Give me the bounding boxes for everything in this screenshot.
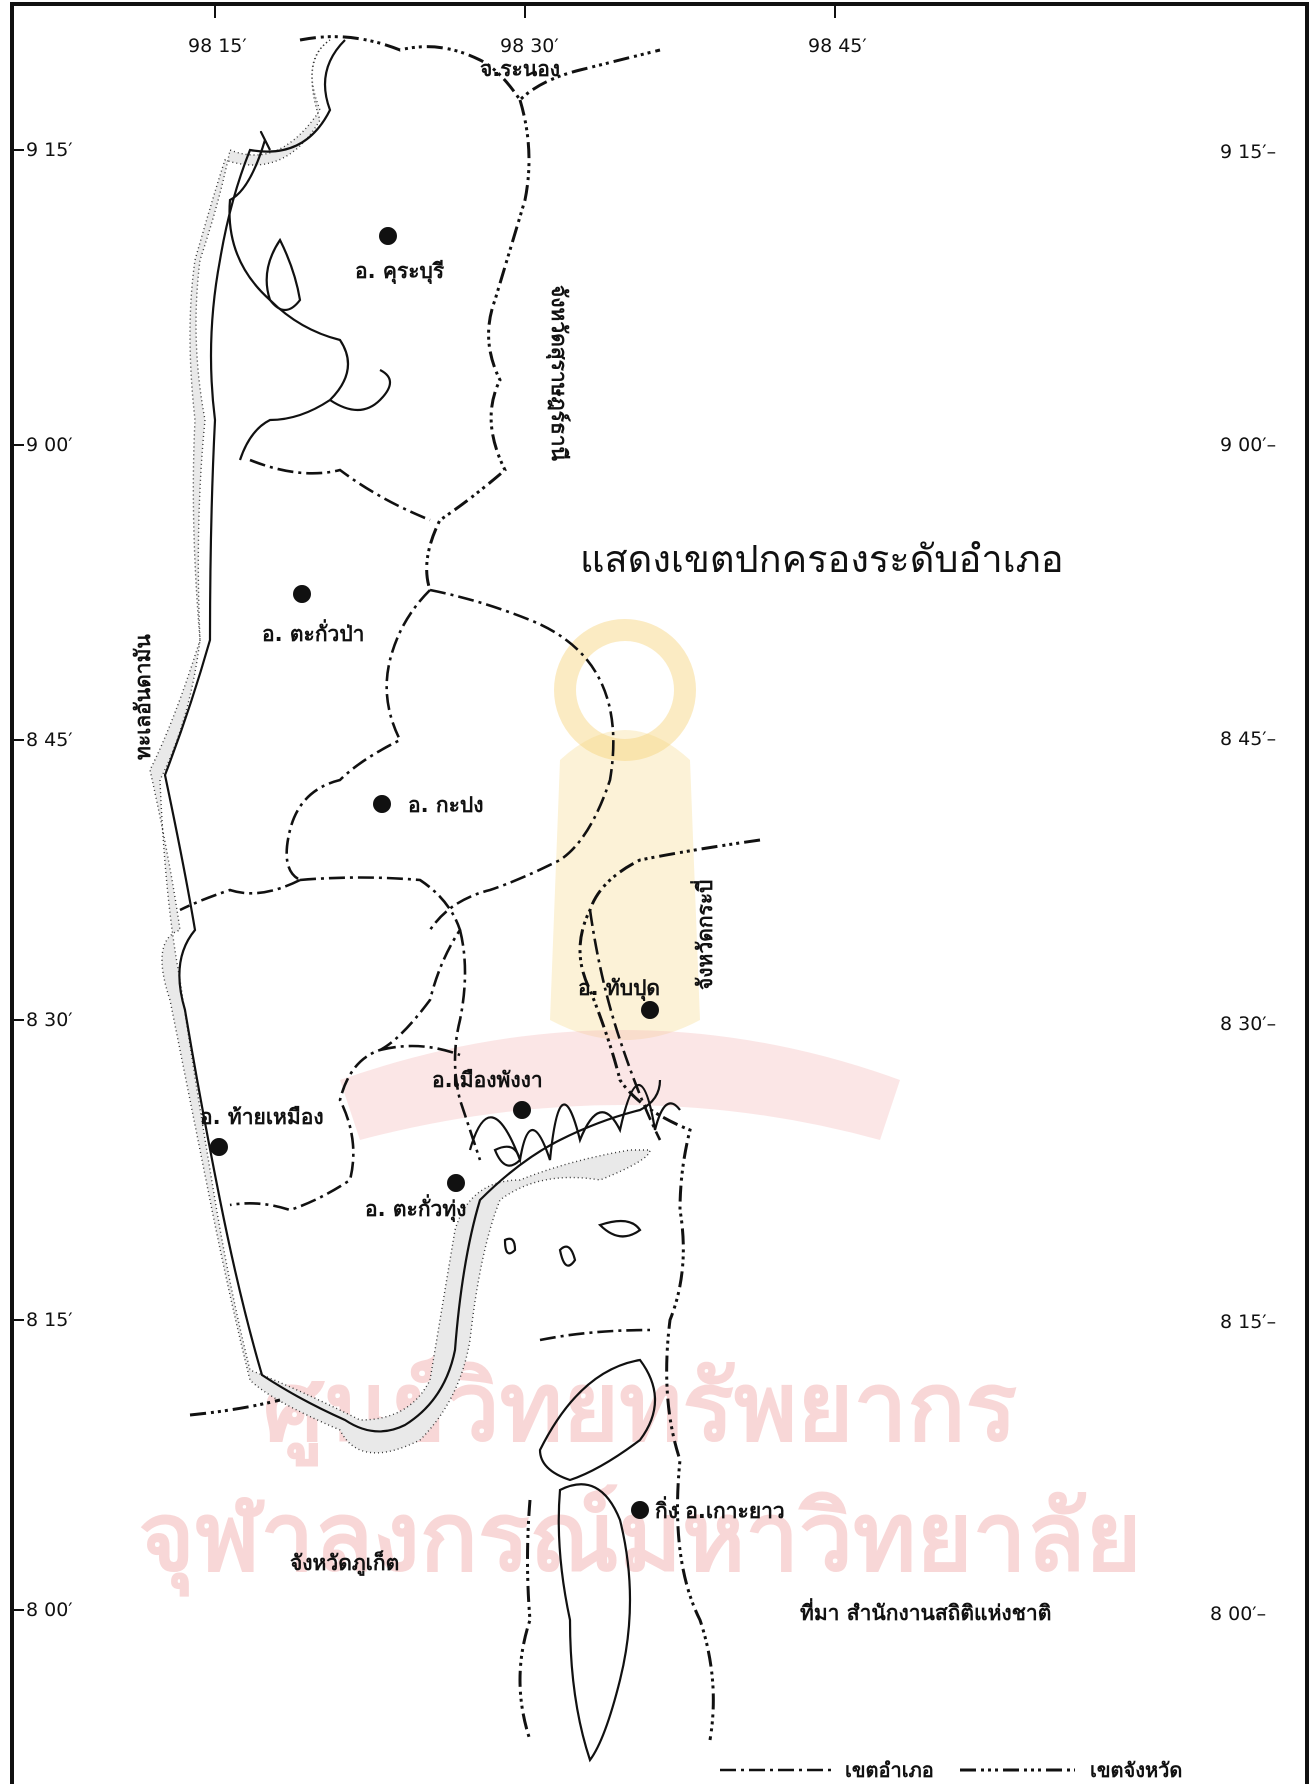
district-border-muang xyxy=(453,929,482,1161)
district-dot-thappud xyxy=(641,1001,659,1019)
coord-top-98-45: 98 45′ xyxy=(808,35,867,57)
coord-right-8-15: 8 15′– xyxy=(1220,1311,1276,1333)
legend-district-label: เขตอำเภอ xyxy=(845,1758,934,1782)
district-border-kuraburi-takuapa xyxy=(249,458,431,522)
district-dot-koyao xyxy=(631,1501,649,1519)
coord-left-8-30: 8 30′ xyxy=(26,1009,73,1031)
district-border-kapong-east xyxy=(428,588,615,931)
province-border-phuket xyxy=(189,1398,281,1417)
watermark-line-2: จุฬาลงกรณ์มหาวิทยาลัย xyxy=(138,1481,1141,1597)
district-label-takuathung: อ. ตะกั่วทุ่ง xyxy=(365,1193,466,1223)
coord-left-9-00: 9 00′ xyxy=(26,434,73,456)
coord-right-9-15: 9 15′– xyxy=(1220,141,1276,163)
district-label-kapong: อ. กะปง xyxy=(408,793,483,817)
label-ranong: จ.ระนอง xyxy=(480,57,560,81)
district-label-thappud: อ. ทับปุด xyxy=(578,976,660,1002)
label-surat: จังหวัดสุราษฎร์ธานี xyxy=(545,285,571,462)
island-koyao-north xyxy=(538,1358,657,1482)
coord-left-9-15: 9 15′ xyxy=(26,139,73,161)
district-border-taimueang xyxy=(229,876,462,1212)
coord-top-98-15: 98 15′ xyxy=(188,35,247,57)
coord-left-8-15: 8 15′ xyxy=(26,1309,73,1331)
province-border-krabi xyxy=(578,838,761,1741)
district-label-takuapa: อ. ตะกั่วป่า xyxy=(262,618,364,646)
coord-right-8-45: 8 45′– xyxy=(1220,728,1276,750)
source-note: ที่มา สำนักงานสถิติแห่งชาติ xyxy=(800,1597,1051,1625)
coord-right-8-30: 8 30′– xyxy=(1220,1013,1276,1035)
coord-top-98-30: 98 30′ xyxy=(500,35,559,57)
district-dot-taimueang xyxy=(210,1138,228,1156)
province-border-ranong xyxy=(299,35,661,103)
district-border-takuathung xyxy=(379,1044,461,1057)
district-dot-kapong xyxy=(373,795,391,813)
legend: เขตอำเภอ เขตจังหวัด xyxy=(720,1758,1182,1782)
inlet-kuraburi xyxy=(265,237,302,312)
coord-right-9-00: 9 00′– xyxy=(1220,434,1276,456)
label-andaman: ทะเลอันดามัน xyxy=(131,634,155,760)
island-small-1 xyxy=(558,1245,577,1267)
district-border-bay xyxy=(539,1328,651,1342)
district-label-taimueang: อ. ท้ายเหมือง xyxy=(200,1105,324,1129)
island-small-2 xyxy=(503,1237,517,1255)
coastline xyxy=(163,39,662,1433)
district-border-takuapa-kapong xyxy=(285,589,431,882)
coastal-zone xyxy=(149,39,651,1454)
coord-ticks xyxy=(12,4,836,1611)
district-border-muang-thappud xyxy=(588,909,662,1141)
coord-right-8-00: 8 00′– xyxy=(1210,1603,1266,1625)
label-phuket: จังหวัดภูเก็ต xyxy=(290,1549,399,1577)
district-label-koyao: กิ่ง อ.เกาะยาว xyxy=(655,1495,785,1523)
district-dot-kuraburi xyxy=(379,227,397,245)
island-koyao-south xyxy=(557,1483,632,1763)
inlet-north xyxy=(228,130,350,461)
map-title: แสดงเขตปกครองระดับอำเภอ xyxy=(580,537,1064,581)
district-border-kapong-south xyxy=(179,878,301,912)
inlet-takuapa xyxy=(329,369,392,412)
label-krabi: จังหวัดกระบี่ xyxy=(689,880,717,990)
district-label-muang: อ.เมืองพังงา xyxy=(432,1068,543,1092)
island-small-3 xyxy=(597,1219,642,1238)
district-label-kuraburi: อ. คุระบุรี xyxy=(355,259,445,285)
coord-left-8-00: 8 00′ xyxy=(26,1599,73,1621)
district-dot-muang xyxy=(513,1101,531,1119)
district-dot-takuathung xyxy=(447,1174,465,1192)
province-border-surat xyxy=(425,99,531,591)
legend-province-label: เขตจังหวัด xyxy=(1090,1758,1182,1782)
district-dot-takuapa xyxy=(293,585,311,603)
coord-left-8-45: 8 45′ xyxy=(26,729,73,751)
map-frame-border xyxy=(10,2,1309,1784)
